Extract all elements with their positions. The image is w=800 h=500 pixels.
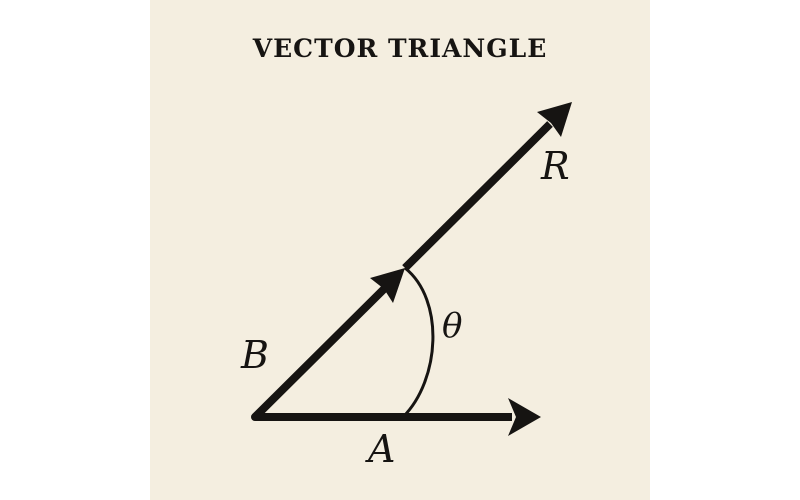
arrowhead-a-icon [508,398,541,436]
label-a: A [368,427,396,471]
label-b: B [241,333,269,377]
angle-arc [401,266,435,419]
vector-r [402,102,572,271]
label-theta: θ [442,306,463,346]
vector-a [255,398,541,436]
arrowhead-r-icon [537,102,572,137]
label-r: R [541,144,570,188]
vector-b [251,268,405,421]
arrowhead-b-icon [370,268,405,303]
diagram-title: VECTOR TRIANGLE [252,34,548,63]
